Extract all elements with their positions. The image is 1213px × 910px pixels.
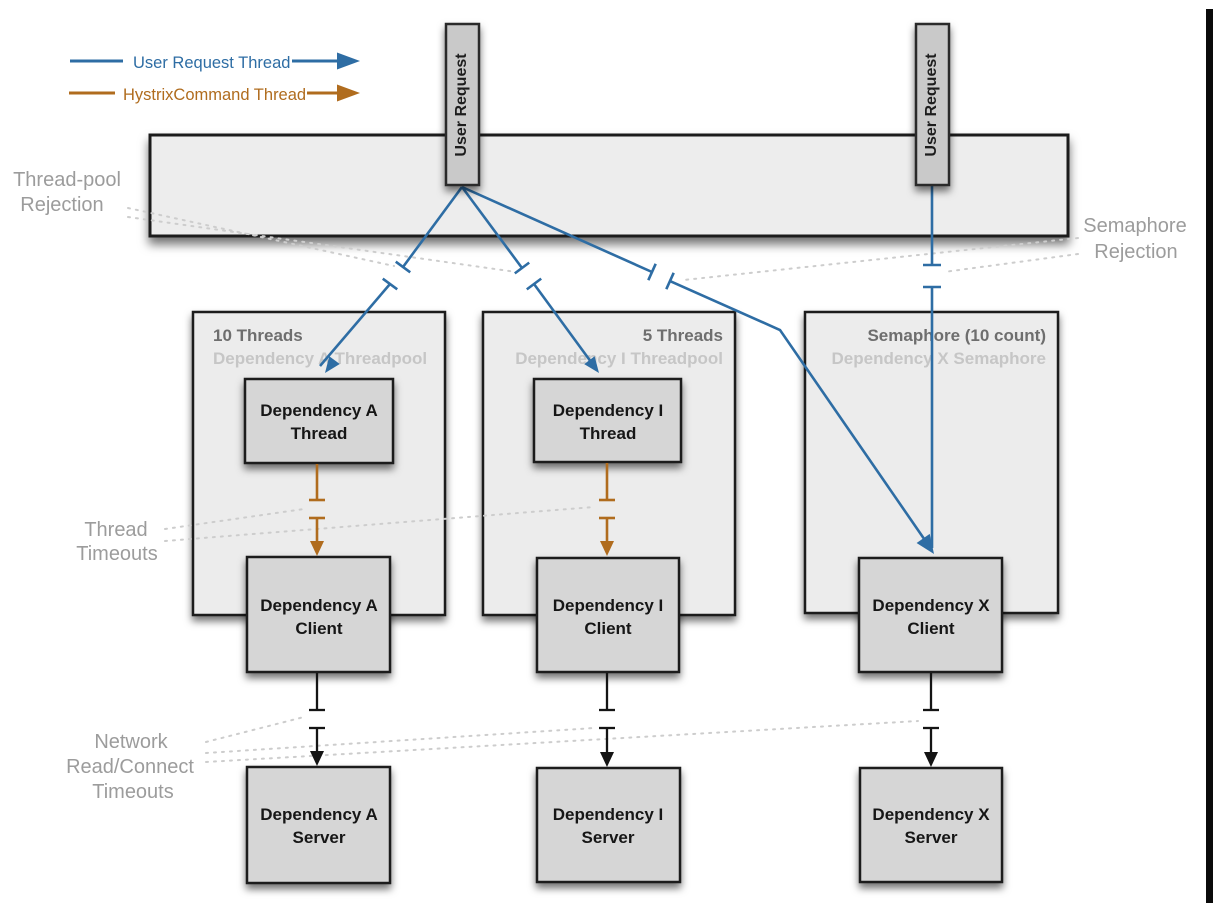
- threadpool-rejection-label-line2: Rejection: [20, 194, 103, 216]
- threadpool-a-subtitle: Dependency A Threadpool: [213, 349, 427, 368]
- threadpool-a-title: 10 Threads: [213, 326, 303, 345]
- thread-a-label-line1: Dependency A: [260, 401, 377, 420]
- server-x-node: [858, 766, 1004, 884]
- user-request-left-label: User Request: [453, 53, 470, 157]
- thread-i-label-line2: Thread: [580, 424, 637, 443]
- client-a-node: [245, 555, 392, 674]
- network-timeout-connector-i: [205, 727, 595, 754]
- legend-user-request-row: [70, 52, 360, 70]
- server-a-label-line1: Dependency A: [260, 805, 377, 824]
- server-a-node: [245, 765, 392, 885]
- user-request-right-box: User Request: [914, 22, 951, 187]
- client-i-node: [535, 556, 681, 674]
- network-timeouts-label-line3: Timeouts: [92, 781, 174, 803]
- arrowhead: [310, 751, 324, 766]
- thread-timeouts-label-line2: Timeouts: [76, 543, 158, 565]
- arrowhead: [916, 533, 934, 554]
- network-lines: [309, 673, 939, 767]
- thread-i-label-line1: Dependency I: [553, 401, 664, 420]
- rejection-tick: [394, 260, 412, 274]
- arrowhead: [325, 356, 340, 373]
- legend-user-request-label: User Request Thread: [133, 54, 290, 72]
- threadpool-rejection-connector-i: [127, 216, 517, 273]
- ur-line-i-lower: [532, 283, 596, 367]
- server-x-label-line1: Dependency X: [872, 805, 990, 824]
- semaphore-rejection-label-line2: Rejection: [1094, 241, 1177, 263]
- ur-line-x-lower: [669, 279, 931, 547]
- user-request-right-rect: [914, 22, 951, 187]
- server-i-node: [535, 766, 682, 884]
- network-timeouts-label-line1: Network: [94, 731, 168, 753]
- legend: User Request Thread HystrixCommand Threa…: [69, 52, 360, 104]
- server-i-label-line1: Dependency I: [553, 805, 664, 824]
- client-x-label-line2: Client: [907, 619, 955, 638]
- dotted-connectors: [127, 207, 1079, 763]
- arrowhead: [600, 541, 614, 556]
- server-x-label-line2: Server: [905, 828, 958, 847]
- server-a-label-line2: Server: [293, 828, 346, 847]
- arrowhead: [584, 356, 599, 373]
- thread-a-label-line2: Thread: [291, 424, 348, 443]
- semaphore-rejection-label-line1: Semaphore: [1083, 215, 1186, 237]
- ur-line-a-upper: [401, 186, 464, 268]
- hystrix-command-lines: [309, 463, 615, 556]
- ur-line-a-lower: [319, 283, 391, 367]
- network-timeout-connector-a: [205, 716, 305, 743]
- server-i-label-line2: Server: [582, 828, 635, 847]
- semaphore-rejection-connector-far: [683, 237, 1079, 281]
- user-request-left-box: User Request: [444, 22, 481, 187]
- side-annotations: Thread-pool Rejection Semaphore Rejectio…: [13, 169, 1187, 803]
- client-x-node: [857, 556, 1004, 674]
- client-i-label-line2: Client: [584, 619, 632, 638]
- thread-a-node: [243, 377, 395, 465]
- client-x-label-line1: Dependency X: [872, 596, 990, 615]
- node-labels: Dependency A Thread Dependency I Thread …: [260, 401, 990, 847]
- client-i-label-line1: Dependency I: [553, 596, 664, 615]
- semaphore-x-subtitle: Dependency X Semaphore: [832, 349, 1046, 368]
- thread-timeout-connector-i: [164, 506, 595, 542]
- arrowhead: [924, 752, 938, 767]
- legend-hystrix-label: HystrixCommand Thread: [123, 86, 306, 104]
- rejection-tick: [647, 263, 657, 281]
- node-boxes: [243, 377, 1004, 885]
- thread-timeout-connector-a: [164, 508, 305, 530]
- legend-hystrix-arrowhead: [337, 84, 360, 102]
- legend-user-request-arrowhead: [337, 52, 360, 70]
- user-request-thread-lines: [319, 185, 941, 554]
- thread-i-node: [532, 377, 683, 464]
- user-request-right-label: User Request: [923, 53, 940, 157]
- semaphore-rejection-connector-near: [943, 253, 1079, 273]
- client-a-label-line2: Client: [295, 619, 343, 638]
- user-request-left-rect: [444, 22, 481, 187]
- threadpool-rejection-label-line1: Thread-pool: [13, 169, 121, 191]
- client-a-label-line1: Dependency A: [260, 596, 377, 615]
- legend-hystrix-row: [69, 84, 360, 102]
- semaphore-x-title: Semaphore (10 count): [867, 326, 1046, 345]
- ur-line-i-upper: [460, 186, 524, 269]
- threadpool-i-title: 5 Threads: [643, 326, 723, 345]
- threadpool-rejection-connector-a: [127, 207, 395, 267]
- screen-right-border: [1206, 9, 1213, 903]
- threadpool-i-subtitle: Dependency I Threadpool: [515, 349, 723, 368]
- arrowhead: [310, 541, 324, 556]
- ur-line-x-upper: [461, 185, 653, 274]
- rejection-tick: [514, 261, 530, 275]
- arrowhead: [600, 752, 614, 767]
- network-timeout-connector-x: [205, 720, 919, 763]
- thread-timeouts-label-line1: Thread: [84, 519, 147, 541]
- network-timeouts-label-line2: Read/Connect: [66, 756, 194, 778]
